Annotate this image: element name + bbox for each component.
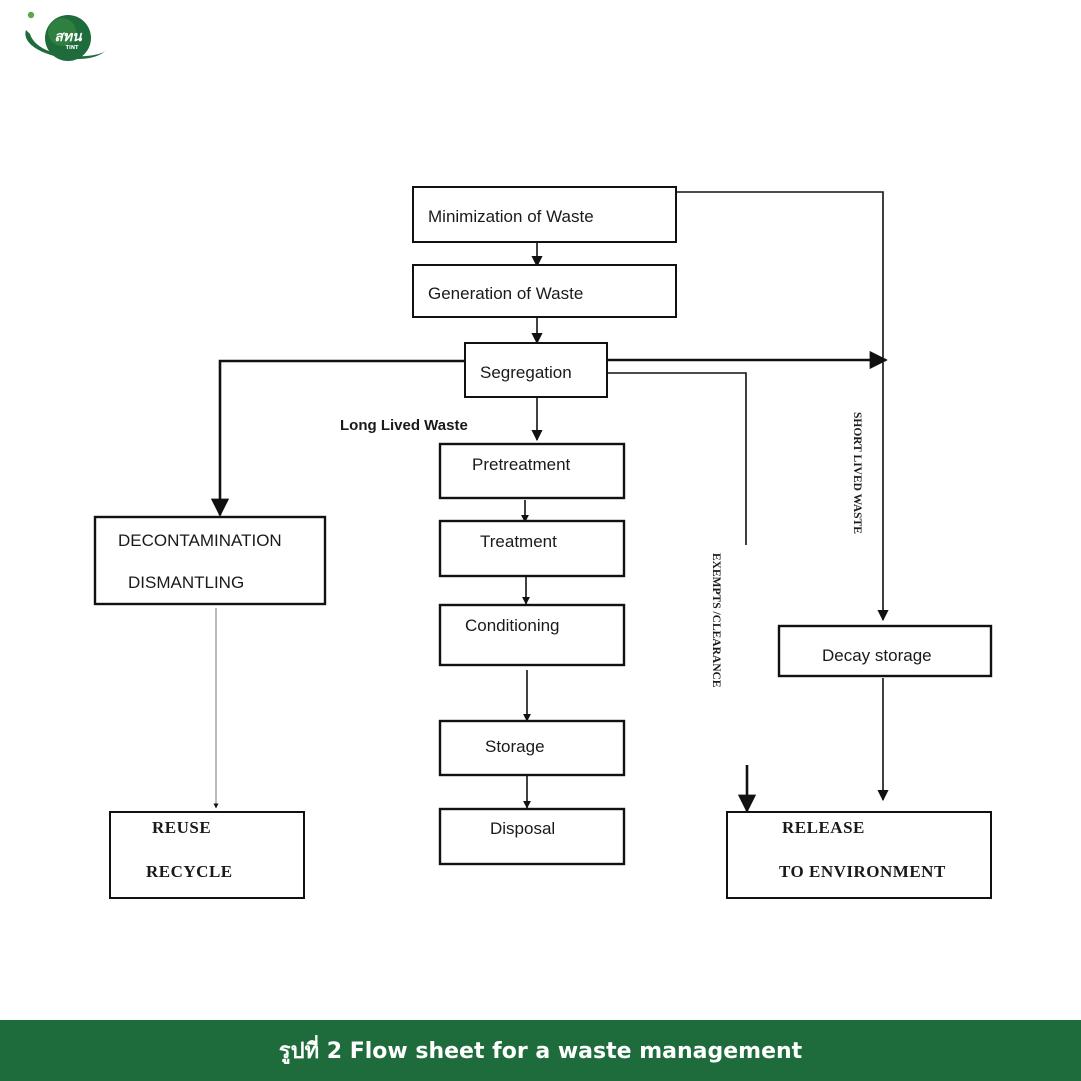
svg-text:Pretreatment: Pretreatment	[472, 455, 571, 474]
tint-logo: สทน TINT	[25, 11, 106, 61]
logo-dot	[27, 11, 35, 19]
box-generation: Generation of Waste	[412, 264, 677, 318]
label-long-lived-waste: Long Lived Waste	[340, 417, 468, 434]
svg-text:REUSE: REUSE	[152, 818, 211, 837]
waste-flow-diagram: Minimization of Waste Generation of Wast…	[93, 186, 993, 899]
svg-text:DISMANTLING: DISMANTLING	[128, 573, 244, 592]
box-pretreatment: Pretreatment	[438, 442, 626, 500]
svg-text:Decay storage: Decay storage	[822, 646, 932, 665]
box-treatment: Treatment	[438, 519, 626, 578]
connector-segregation-exempts	[607, 372, 747, 545]
svg-text:Minimization of Waste: Minimization of Waste	[428, 207, 594, 226]
label-short-lived-waste: SHORT LIVED WASTE	[851, 412, 863, 534]
box-conditioning: Conditioning	[438, 603, 626, 667]
box-decontamination: DECONTAMINATION DISMANTLING	[93, 515, 327, 606]
svg-text:Disposal: Disposal	[490, 819, 555, 838]
svg-text:RELEASE: RELEASE	[782, 818, 865, 837]
box-decay-storage: Decay storage	[777, 624, 993, 678]
svg-text:Treatment: Treatment	[480, 532, 557, 551]
svg-text:Storage: Storage	[485, 737, 545, 756]
svg-text:DECONTAMINATION: DECONTAMINATION	[118, 531, 282, 550]
caption-bar: รูปที่ 2 Flow sheet for a waste manageme…	[0, 1020, 1081, 1081]
box-storage: Storage	[438, 719, 626, 777]
connector-segregation-decontamination	[210, 359, 465, 517]
box-minimization: Minimization of Waste	[412, 186, 677, 243]
svg-text:Segregation: Segregation	[480, 363, 572, 382]
label-exempts-clearance: EXEMPTS /CLEARANCE	[710, 553, 722, 688]
svg-text:RECYCLE: RECYCLE	[146, 862, 233, 881]
svg-text:Conditioning: Conditioning	[465, 616, 560, 635]
box-segregation: Segregation	[464, 342, 608, 398]
logo-text: สทน	[54, 29, 83, 45]
logo-subtext: TINT	[66, 45, 79, 51]
svg-text:Generation of Waste: Generation of Waste	[428, 284, 583, 303]
box-reuse-recycle: REUSE RECYCLE	[109, 811, 305, 899]
logo-orbit-ring	[25, 30, 106, 60]
box-disposal: Disposal	[438, 807, 626, 866]
box-release: RELEASE TO ENVIRONMENT	[726, 811, 992, 899]
svg-text:TO ENVIRONMENT: TO ENVIRONMENT	[779, 862, 946, 881]
connector-minimization-short-lived	[676, 191, 889, 622]
figure-caption: รูปที่ 2 Flow sheet for a waste manageme…	[278, 1039, 803, 1064]
